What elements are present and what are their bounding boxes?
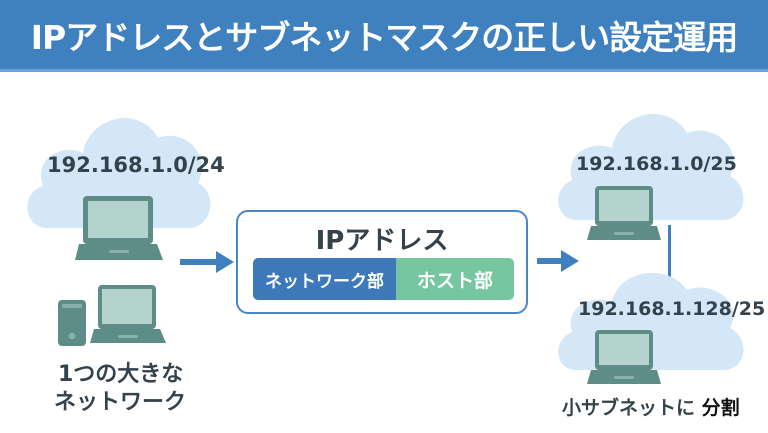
arrow-right-icon — [537, 250, 579, 272]
subnet-2-cidr-label: 192.168.1.128/25 — [578, 298, 766, 320]
ip-address-title: IPアドレス — [315, 226, 449, 256]
laptop-icon — [587, 186, 661, 240]
ip-address-bar: ネットワーク部 ホスト部 — [253, 258, 514, 300]
cloud-icon — [27, 118, 211, 228]
header-banner: IPアドレスとサブネットマスクの正しい設定運用 — [0, 0, 768, 72]
page-title: IPアドレスとサブネットマスクの正しい設定運用 — [30, 17, 738, 57]
subnet-1-cidr-label: 192.168.1.0/25 — [576, 153, 737, 175]
network-cidr-label: 192.168.1.0/24 — [47, 153, 225, 177]
laptop-icon — [90, 285, 166, 343]
caption-line-2: ネットワーク — [54, 390, 187, 415]
arrow-right-icon — [180, 251, 234, 273]
host-part-segment: ホスト部 — [396, 258, 514, 300]
laptop-icon — [587, 330, 661, 384]
ip-address-box: IPアドレス ネットワーク部 ホスト部 — [236, 210, 528, 314]
connector-line — [668, 225, 671, 281]
caption-line-1: 1つの大きな — [58, 362, 184, 387]
subnet-caption-prefix: 小サブネットに — [562, 397, 702, 419]
subnet-caption-emphasis: 分割 — [701, 397, 740, 419]
desktop-computer-icon — [58, 300, 86, 346]
subnet-caption: 小サブネットに 分割 — [562, 393, 740, 420]
network-part-segment: ネットワーク部 — [253, 258, 396, 300]
laptop-icon — [75, 196, 163, 260]
